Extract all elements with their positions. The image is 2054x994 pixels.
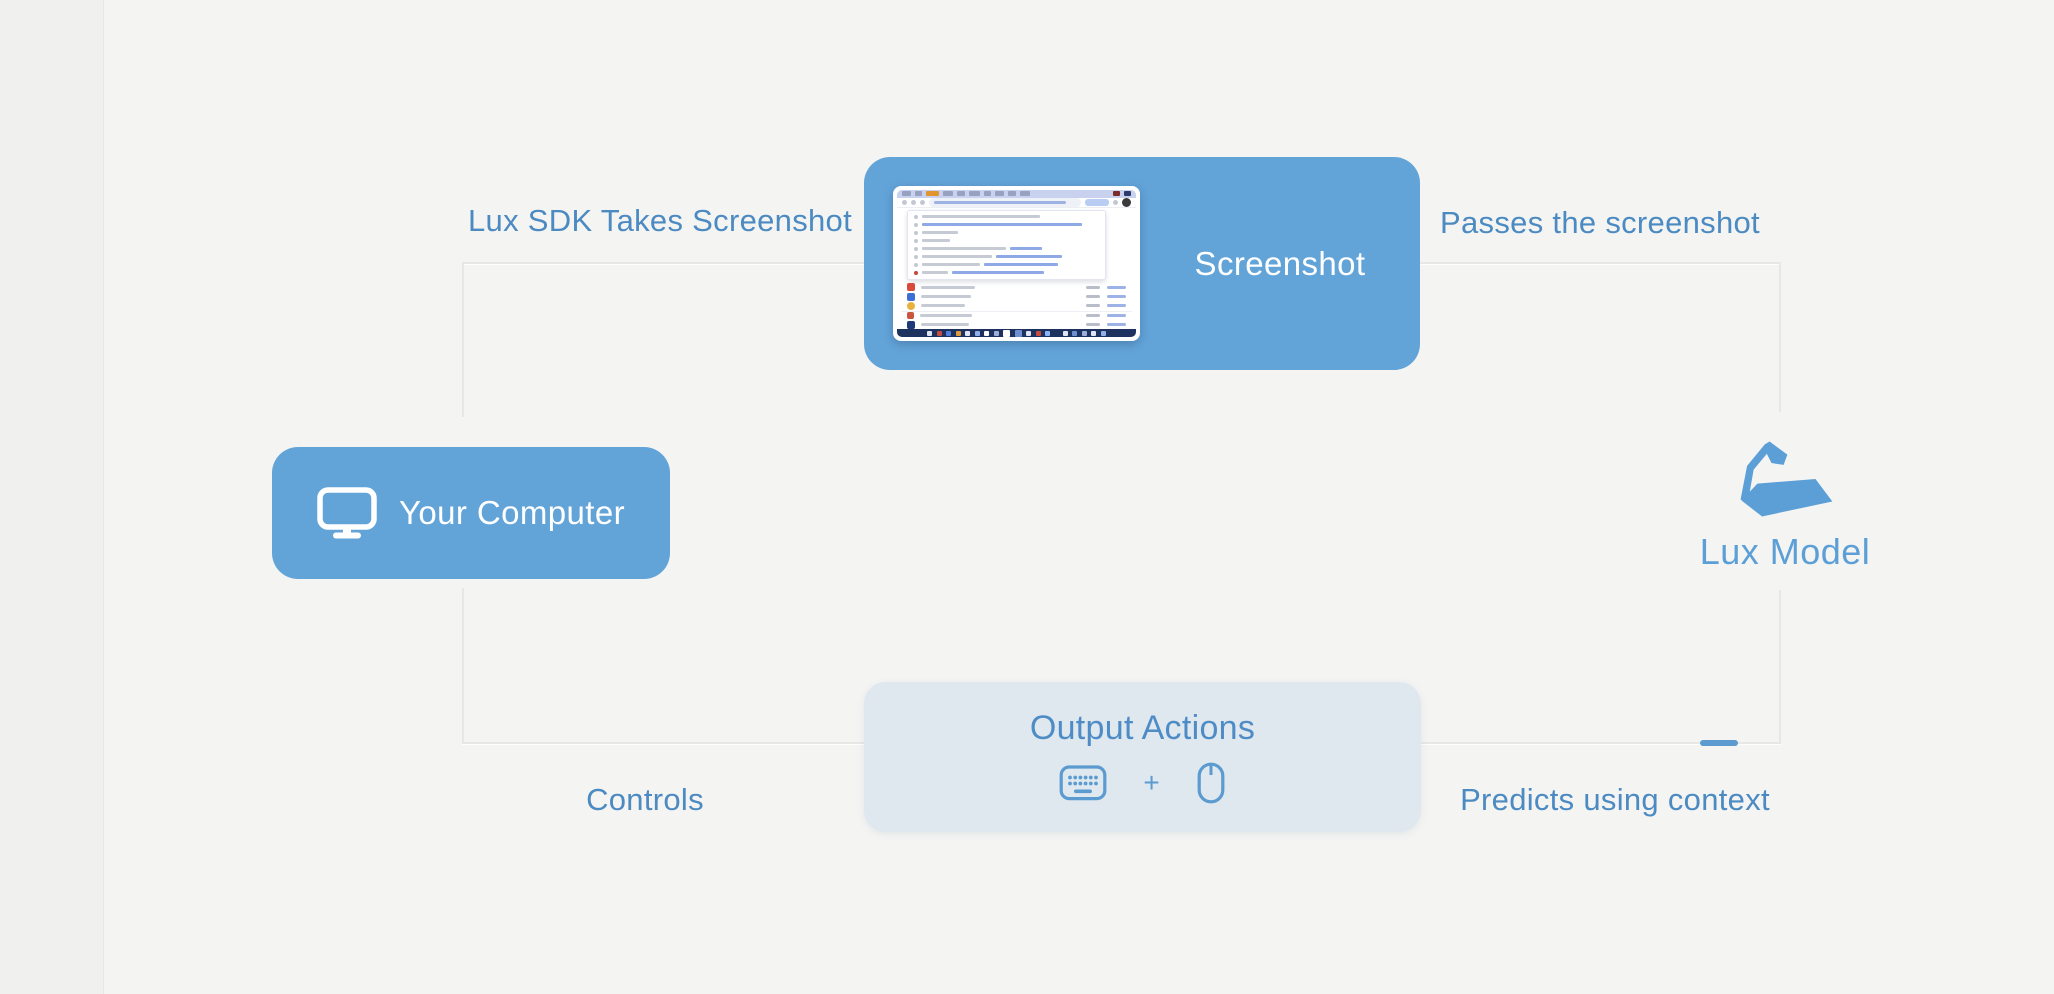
thumbnail-suggestions-dropdown [907, 209, 1106, 280]
mouse-icon [1197, 762, 1225, 804]
output-actions-node: Output Actions + [864, 682, 1421, 832]
plus-separator: + [1143, 767, 1160, 798]
flow-progress-dash [1700, 740, 1738, 746]
thumbnail-list-row [901, 301, 1132, 310]
thumbnail-list-row [901, 320, 1132, 329]
output-actions-icons: + [1059, 761, 1225, 805]
thumbnail-list-row [901, 310, 1132, 320]
browser-screenshot-thumbnail [893, 186, 1140, 341]
your-computer-node: Your Computer [272, 447, 670, 579]
keyboard-icon [1059, 765, 1107, 801]
monitor-icon [317, 487, 377, 539]
label-passes-the-screenshot: Passes the screenshot [1440, 205, 1760, 240]
thumbnail-list-row [901, 292, 1132, 301]
your-computer-label: Your Computer [399, 494, 625, 531]
screenshot-node-label: Screenshot [1194, 244, 1366, 282]
lux-model-label: Lux Model [1699, 531, 1871, 572]
lux-model-node: Lux Model [1665, 412, 1905, 590]
thumbnail-tab-bar [897, 190, 1136, 198]
label-lux-sdk-takes-screenshot: Lux SDK Takes Screenshot [468, 203, 852, 238]
left-panel-edge [0, 0, 104, 994]
thumbnail-taskbar [897, 329, 1136, 337]
screenshot-node: Screenshot [864, 157, 1420, 370]
thumbnail-page-body [897, 207, 1136, 330]
thumbnail-avatar [1122, 197, 1131, 207]
thumbnail-url-field [929, 197, 1081, 207]
flow-line-right-upper [1779, 262, 1781, 414]
thumbnail-address-bar [897, 197, 1136, 208]
lux-logo-icon [1740, 441, 1832, 517]
thumbnail-list-row [901, 283, 1132, 292]
label-predicts-using-context: Predicts using context [1460, 782, 1770, 817]
flow-line-left-lower [462, 588, 464, 744]
label-controls: Controls [586, 782, 704, 817]
output-actions-title: Output Actions [1029, 709, 1256, 747]
flow-line-left-upper [462, 262, 464, 417]
flow-line-right-lower [1779, 588, 1781, 744]
